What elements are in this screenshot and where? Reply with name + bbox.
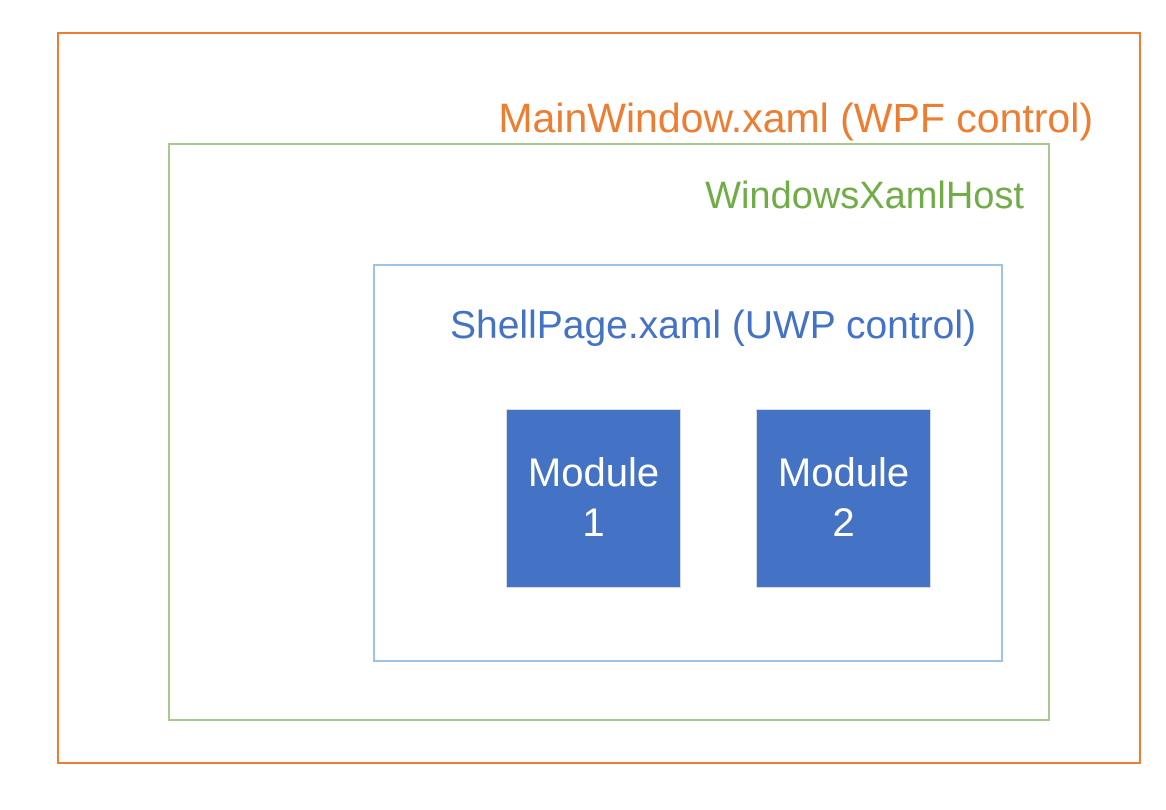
layer-box-uwp-shellpage: ShellPage.xaml (UWP control) Module 1 Mo…: [373, 264, 1003, 662]
layer-label-windows-xaml-host: WindowsXamlHost: [705, 175, 1024, 217]
layer-label-wpf-mainwindow: MainWindow.xaml (WPF control): [498, 95, 1093, 141]
module-block-1: Module 1: [506, 409, 681, 588]
layer-label-uwp-shellpage: ShellPage.xaml (UWP control): [450, 304, 976, 347]
module-block-2: Module 2: [756, 409, 931, 588]
module-block-2-label: Module 2: [777, 450, 910, 545]
layer-box-wpf-mainwindow: MainWindow.xaml (WPF control) WindowsXam…: [57, 32, 1141, 764]
module-block-1-label: Module 1: [527, 450, 660, 545]
layer-box-windows-xaml-host: WindowsXamlHost ShellPage.xaml (UWP cont…: [168, 143, 1050, 721]
